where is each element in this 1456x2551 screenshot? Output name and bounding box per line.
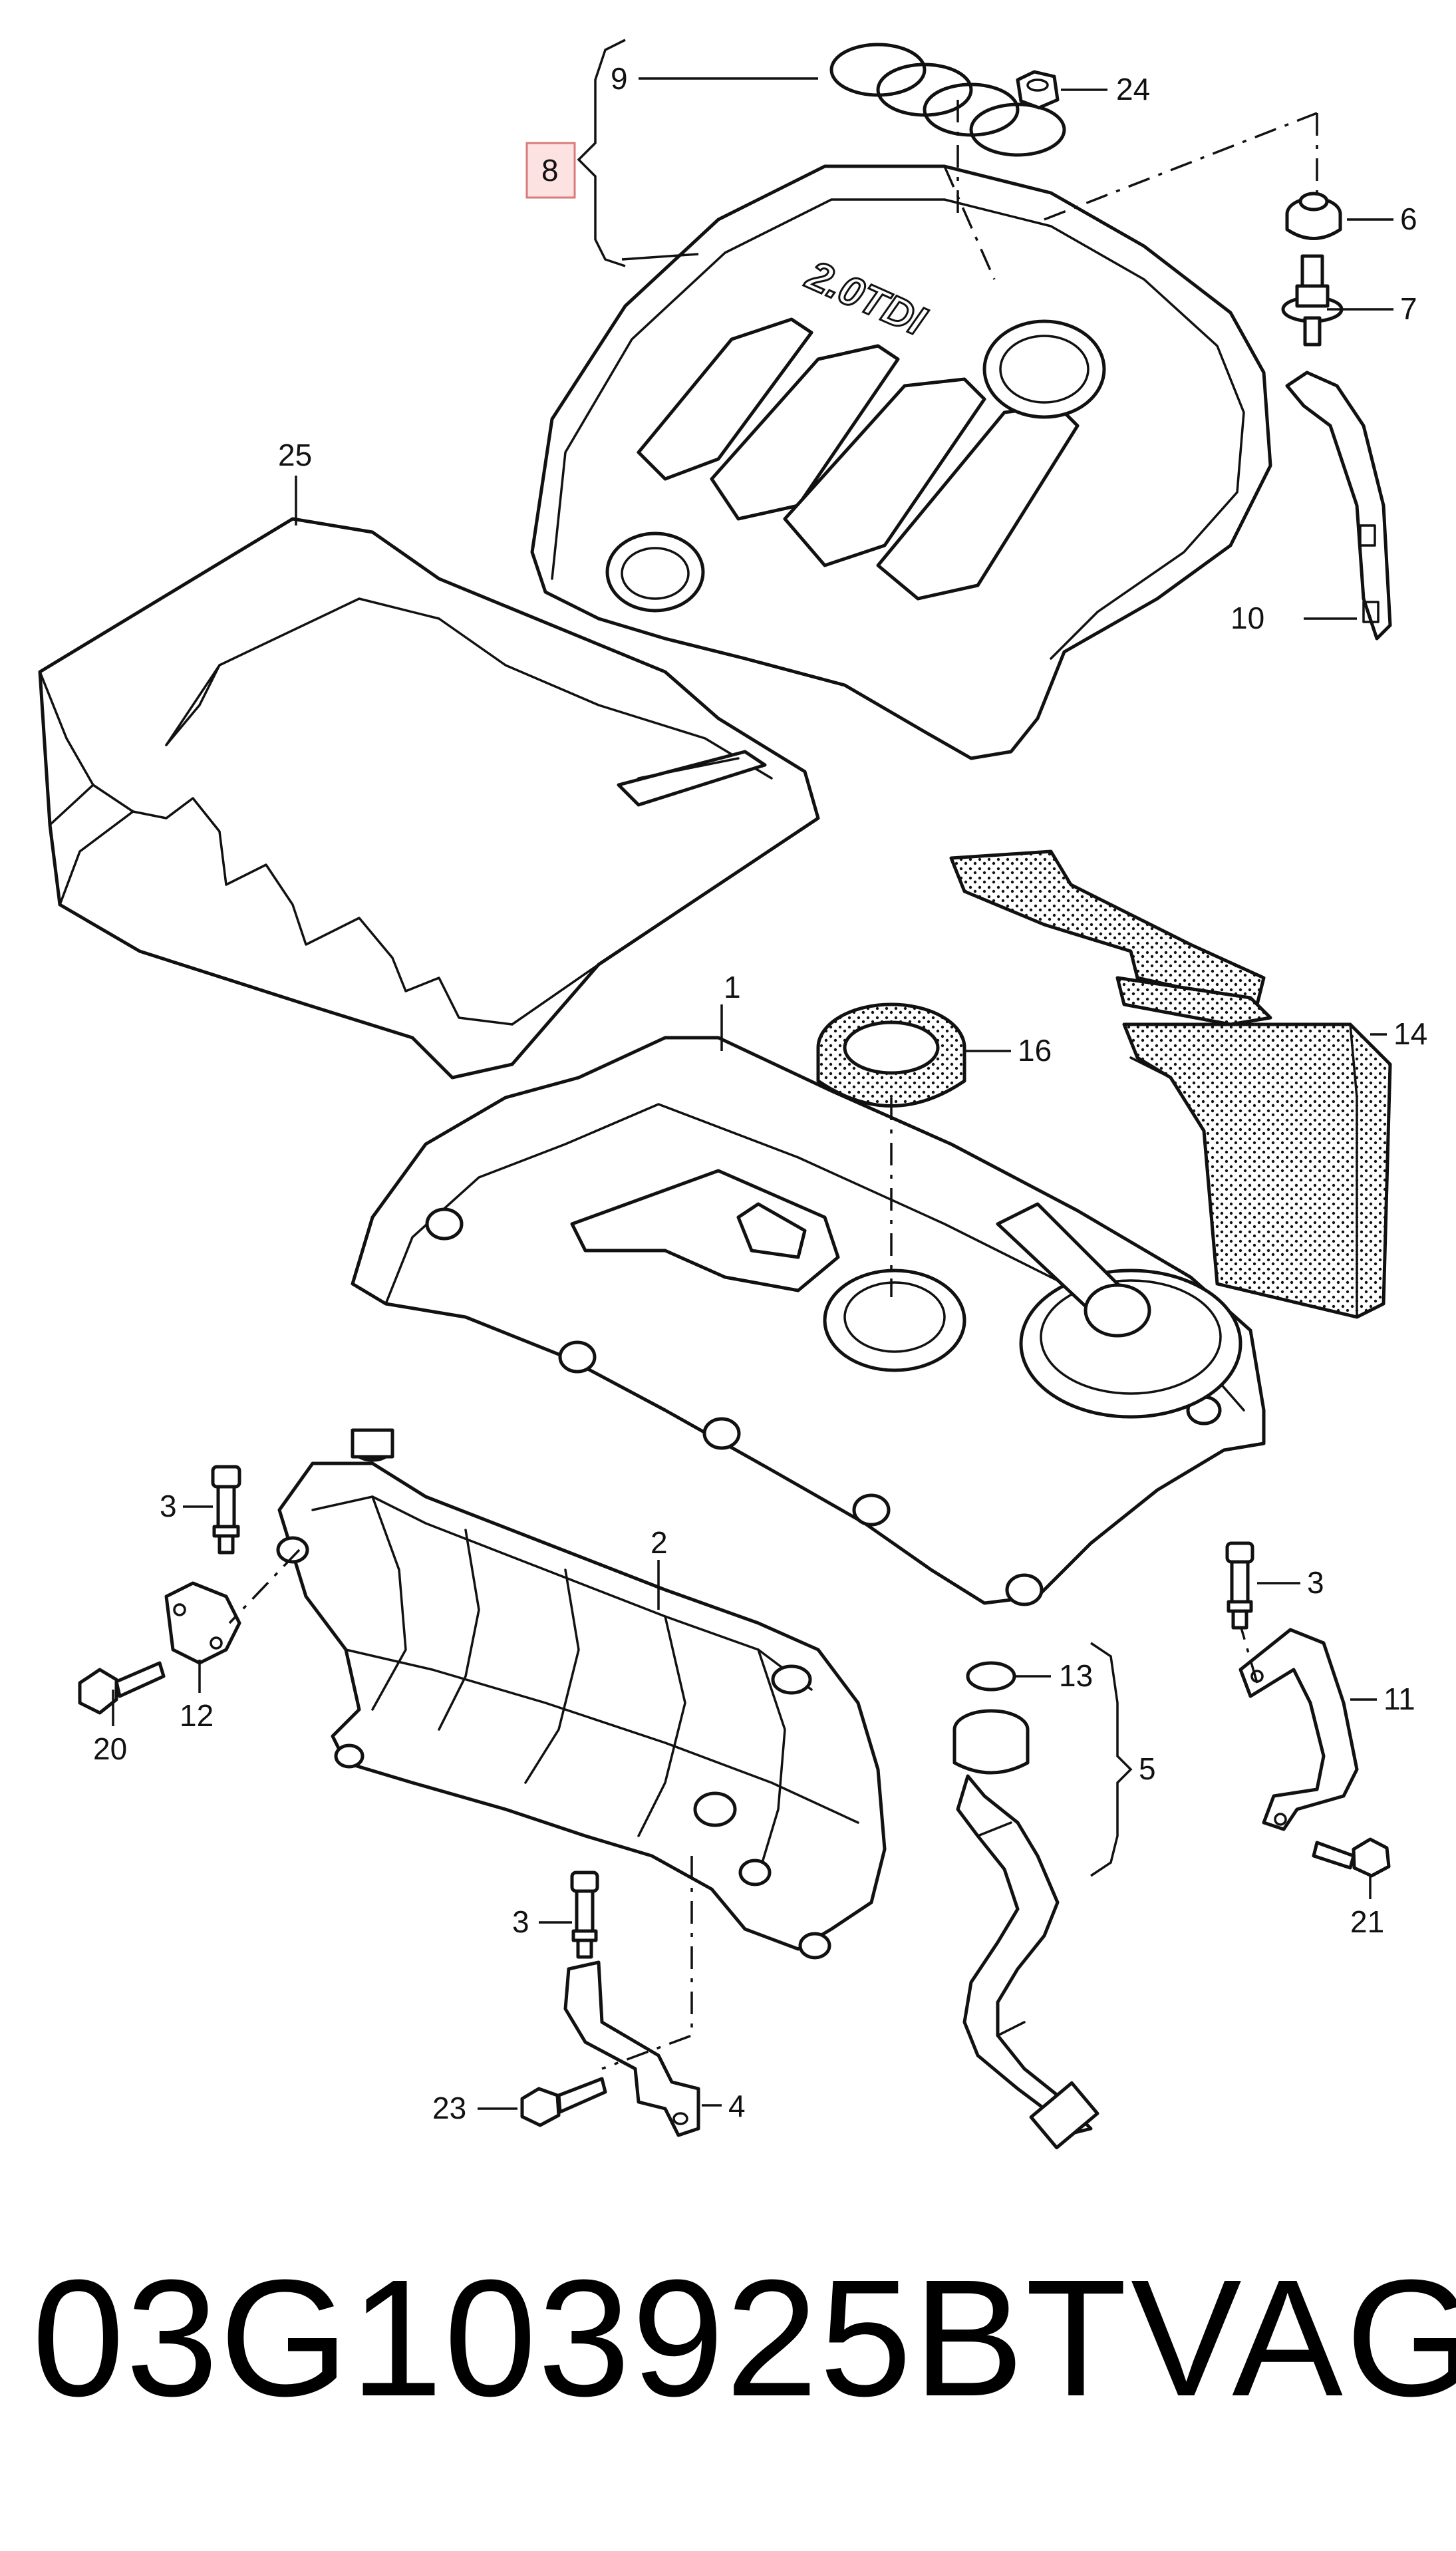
nut-part-24 <box>1016 70 1060 110</box>
bolt-part-23 <box>520 2077 607 2127</box>
callout-11: 11 <box>1383 1682 1415 1716</box>
callout-3-bottom: 3 <box>512 1904 529 1939</box>
callout-8: 8 <box>541 153 559 188</box>
breather-hose-part-5 <box>952 1709 1099 2150</box>
intake-manifold-part-2 <box>276 1428 887 1960</box>
callout-25: 25 <box>278 438 312 472</box>
stud-bolt-part-7 <box>1281 254 1344 347</box>
filler-seal-part-16 <box>816 1002 966 1108</box>
callout-10: 10 <box>1231 601 1264 635</box>
callout-5: 5 <box>1139 1751 1156 1786</box>
rings-emblem-part-9 <box>829 43 1066 157</box>
bracket-part-11 <box>1238 1628 1359 1831</box>
highlight-box-8 <box>525 142 576 199</box>
callout-1: 1 <box>724 970 741 1004</box>
engine-cover-part-8: 2.0TDI <box>530 164 1272 760</box>
bolt-part-3-bottom <box>570 1871 599 1959</box>
callout-3-right: 3 <box>1307 1565 1324 1600</box>
bolt-part-3-right <box>1225 1541 1254 1630</box>
brand-name: VAG <box>1131 2245 1456 2431</box>
callout-7: 7 <box>1400 291 1417 326</box>
callout-20: 20 <box>93 1731 127 1766</box>
grommet-part-6 <box>1285 192 1342 240</box>
callout-2: 2 <box>651 1525 668 1560</box>
part-number: 03G103925BT <box>32 2245 1129 2431</box>
callout-3-left: 3 <box>160 1489 177 1523</box>
bolt-part-20 <box>78 1661 166 1715</box>
insulation-tray-part-25 <box>38 517 820 1080</box>
callout-24: 24 <box>1116 72 1150 106</box>
callout-14: 14 <box>1393 1016 1427 1051</box>
bracket-part-12 <box>164 1581 241 1665</box>
callout-23: 23 <box>432 2091 466 2125</box>
callout-12: 12 <box>180 1698 214 1733</box>
callout-labels: 1 2 3 3 3 4 5 6 7 8 9 10 11 12 13 14 16 … <box>93 61 1427 2125</box>
bracket-part-4 <box>563 1960 700 2137</box>
o-ring-part-13 <box>966 1661 1016 1692</box>
cylinder-head-cover-part-1 <box>351 1036 1266 1606</box>
callout-13: 13 <box>1059 1658 1093 1693</box>
callout-21: 21 <box>1350 1904 1384 1939</box>
bolt-part-3-left <box>211 1465 241 1555</box>
callout-16: 16 <box>1018 1033 1052 1068</box>
callout-4: 4 <box>728 2089 746 2123</box>
bracket-part-10 <box>1285 371 1392 641</box>
bolt-part-21 <box>1312 1837 1391 1878</box>
callout-9: 9 <box>611 61 628 96</box>
insulation-foam-part-14 <box>949 849 1392 1319</box>
callout-6: 6 <box>1400 202 1417 236</box>
